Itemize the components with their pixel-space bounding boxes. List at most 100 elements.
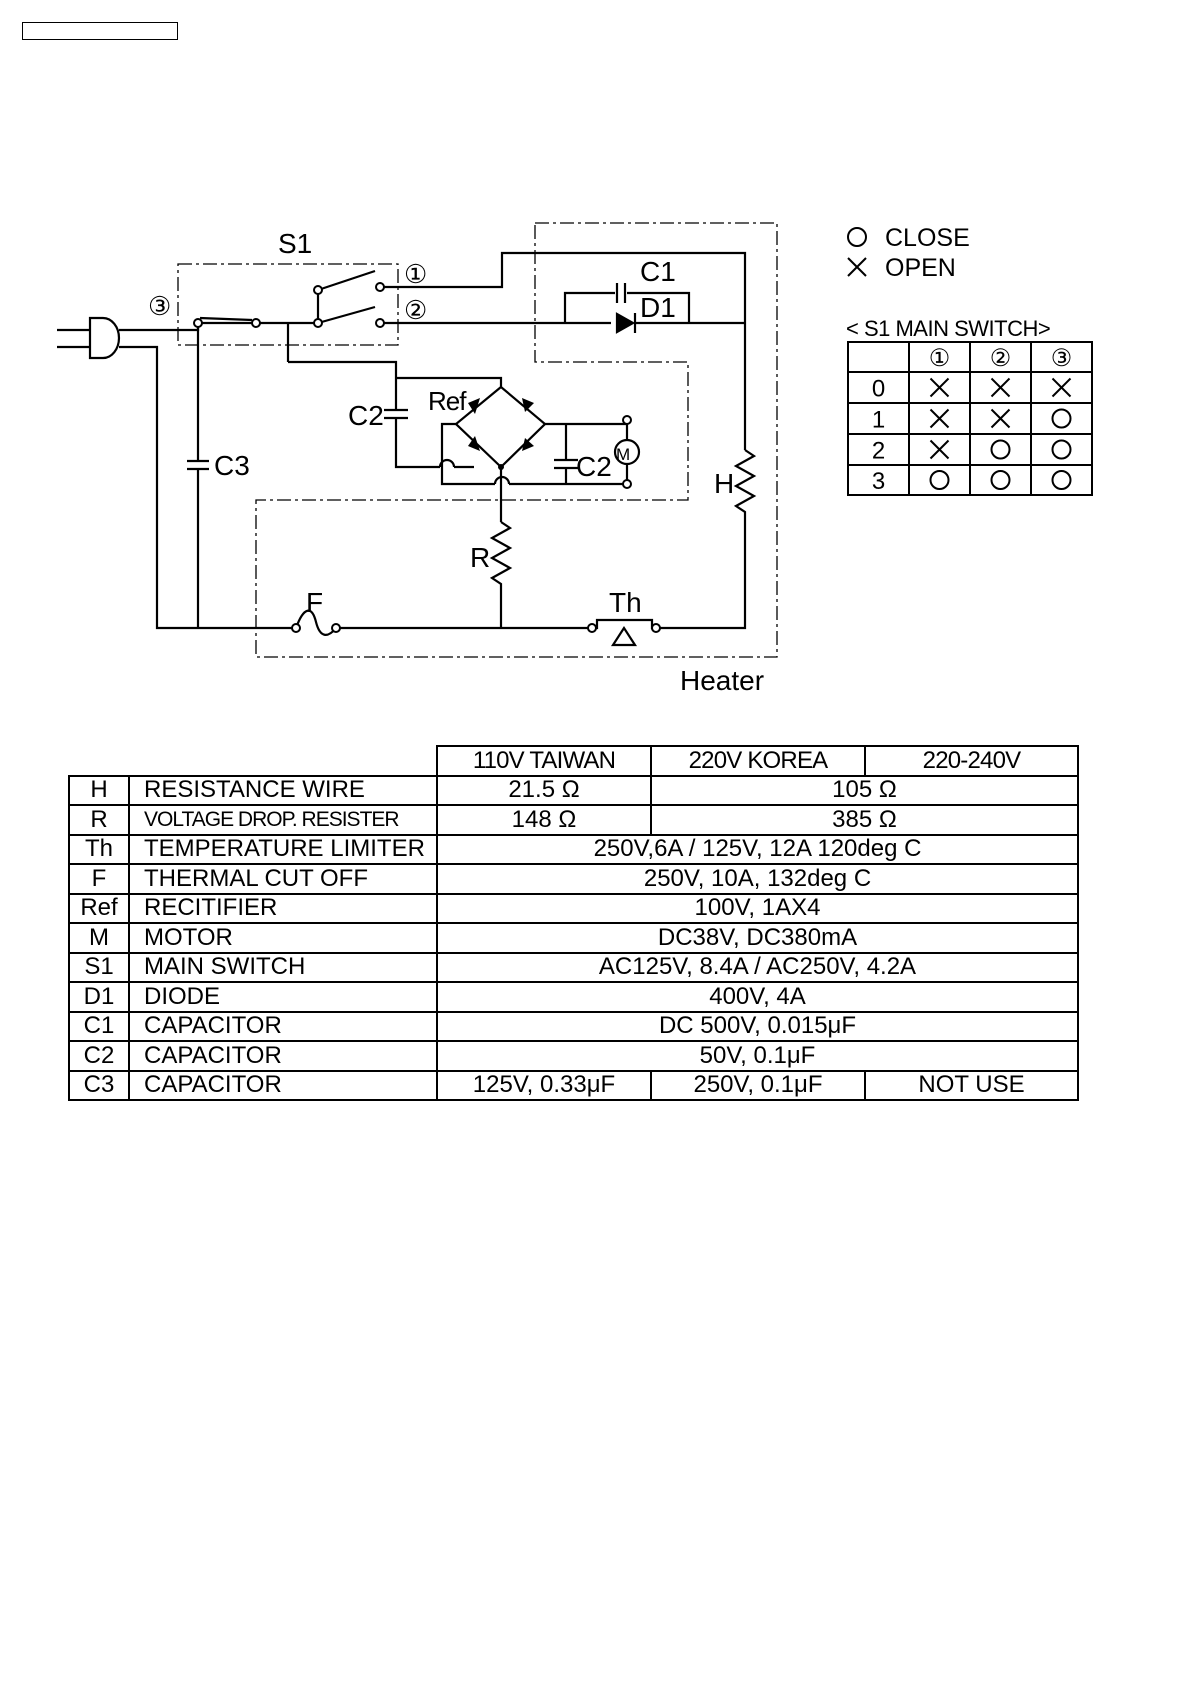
part-code: C3 <box>68 1069 130 1101</box>
motor-label: M <box>616 445 630 464</box>
part-value: 21.5 Ω <box>436 774 652 806</box>
r-label: R <box>470 542 490 573</box>
part-name: MOTOR <box>128 922 438 954</box>
part-code: H <box>68 774 130 806</box>
part-name: RECITIFIER <box>128 892 438 924</box>
motor-dashed-box <box>255 222 778 658</box>
s1-contact-1 <box>317 269 376 292</box>
part-code: F <box>68 863 130 895</box>
switch-position-label: 0 <box>872 376 885 403</box>
switch-column-header: ③ <box>1051 345 1073 372</box>
region-header: 220V KOREA <box>650 745 866 777</box>
part-value: AC125V, 8.4A / AC250V, 4.2A <box>436 951 1079 983</box>
d1-label: D1 <box>640 292 676 323</box>
part-name: THERMAL CUT OFF <box>128 863 438 895</box>
close-state-icon <box>1051 408 1072 429</box>
thermal-fuse <box>294 609 337 636</box>
temperature-limiter <box>610 625 638 647</box>
part-name: TEMPERATURE LIMITER <box>128 833 438 865</box>
c2-label-right: C2 <box>576 451 612 482</box>
part-value: NOT USE <box>864 1069 1079 1101</box>
part-name: DIODE <box>128 981 438 1013</box>
terminal-3-label: ③ <box>148 291 171 321</box>
part-value: 385 Ω <box>650 804 1079 836</box>
s1-dashed-box <box>177 263 399 346</box>
c1-label: C1 <box>640 256 676 287</box>
c3-label: C3 <box>214 450 250 481</box>
part-code: Ref <box>68 892 130 924</box>
close-legend-label: CLOSE <box>885 224 970 252</box>
close-symbol-icon <box>847 227 867 247</box>
switch-state-table: ① ② ③ 0 1 2 3 <box>847 341 1093 496</box>
open-state-icon <box>929 408 950 429</box>
s1-label: S1 <box>278 228 312 259</box>
heater-label: Heater <box>680 665 764 696</box>
part-value: 125V, 0.33μF <box>436 1069 652 1101</box>
close-state-icon <box>990 470 1011 490</box>
part-name: CAPACITOR <box>128 1069 438 1101</box>
open-state-icon <box>1051 377 1072 398</box>
part-code: M <box>68 922 130 954</box>
part-name: CAPACITOR <box>128 1040 438 1072</box>
part-name: RESISTANCE WIRE <box>128 774 438 806</box>
s1-contact-3 <box>199 316 253 322</box>
h-label: H <box>714 468 734 499</box>
part-code: Th <box>68 833 130 865</box>
blank-cell <box>69 746 437 776</box>
region-header: 220-240V <box>864 745 1079 777</box>
part-value: 50V, 0.1μF <box>436 1040 1079 1072</box>
part-name: MAIN SWITCH <box>128 951 438 983</box>
part-value: 105 Ω <box>650 774 1079 806</box>
region-header: 110V TAIWAN <box>436 745 652 777</box>
open-state-icon <box>929 439 950 460</box>
switch-position-label: 2 <box>872 438 885 465</box>
part-name: CAPACITOR <box>128 1010 438 1042</box>
switch-position-label: 3 <box>872 468 885 495</box>
part-code: C1 <box>68 1010 130 1042</box>
close-state-icon <box>1051 470 1072 490</box>
part-value: 148 Ω <box>436 804 652 836</box>
close-state-icon <box>929 470 950 490</box>
open-state-icon <box>929 377 950 398</box>
switch-column-header: ② <box>990 345 1012 372</box>
header-box <box>22 22 178 40</box>
part-value: 250V, 10A, 132deg C <box>436 863 1079 895</box>
open-legend-label: OPEN <box>885 254 956 282</box>
circuit-diagram: S1 ① ② ③ C1 D1 Ref C2 C2 M C3 H R F Th H… <box>57 222 1093 696</box>
ref-label: Ref <box>428 386 467 416</box>
part-name: VOLTAGE DROP. RESISTER <box>128 804 438 836</box>
th-label: Th <box>609 587 642 618</box>
part-code: S1 <box>68 951 130 983</box>
terminal-2-label: ② <box>404 295 427 325</box>
open-state-icon <box>990 408 1011 429</box>
c2-label-left: C2 <box>348 400 384 431</box>
part-value: 100V, 1AX4 <box>436 892 1079 924</box>
open-state-icon <box>990 377 1011 398</box>
part-value: 400V, 4A <box>436 981 1079 1013</box>
part-code: R <box>68 804 130 836</box>
close-state-icon <box>1051 439 1072 460</box>
part-code: C2 <box>68 1040 130 1072</box>
switch-position-label: 1 <box>872 407 885 434</box>
part-value: DC 500V, 0.015μF <box>436 1010 1079 1042</box>
part-code: D1 <box>68 981 130 1013</box>
s1-contact-2 <box>317 305 376 325</box>
part-value: 250V,6A / 125V, 12A 120deg C <box>436 833 1079 865</box>
part-value: DC38V, DC380mA <box>436 922 1079 954</box>
open-symbol-icon <box>847 257 867 277</box>
switch-column-header: ① <box>929 345 951 372</box>
part-value: 250V, 0.1μF <box>650 1069 866 1101</box>
switch-table-title: < S1 MAIN SWITCH> <box>846 316 1050 341</box>
